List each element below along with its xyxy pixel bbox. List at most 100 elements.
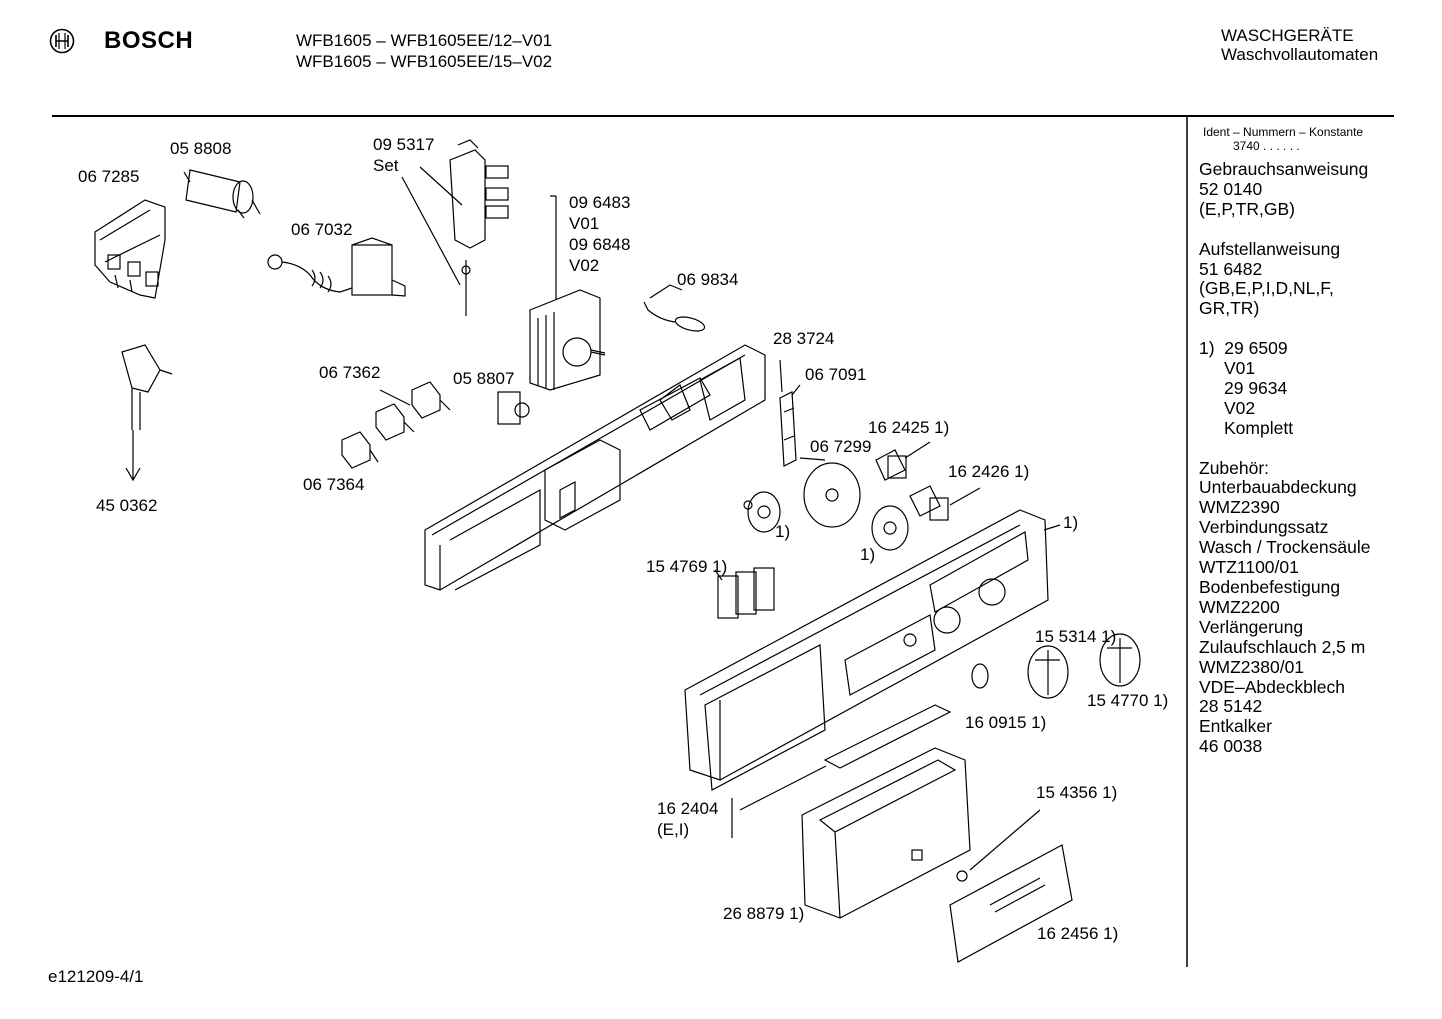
label-096848: 09 6848 <box>569 235 631 254</box>
ident-value: 3740 . . . . . . <box>1233 139 1300 153</box>
shaft-162425 <box>875 449 907 481</box>
label-067299: 06 7299 <box>810 437 872 456</box>
label-058807: 05 8807 <box>453 369 515 388</box>
accessory-line: 46 0038 <box>1199 736 1263 757</box>
manual-line: (E,P,TR,GB) <box>1199 198 1295 219</box>
capacitor-058808 <box>183 169 261 219</box>
label-160915: 16 0915 1) <box>965 713 1047 732</box>
label-067285: 06 7285 <box>78 167 140 186</box>
note-marker: 1) <box>1199 338 1215 359</box>
accessories-group: Zubehör: Unterbauabdeckung WMZ2390 Verbi… <box>1199 457 1371 758</box>
accessory-line: WMZ2390 <box>1199 497 1280 518</box>
note-first: 29 6509 <box>1224 338 1288 359</box>
label-067091: 06 7091 <box>805 365 867 384</box>
side-info: Gebrauchsanweisung 52 0140 (E,P,TR,GB) A… <box>1199 159 1371 777</box>
accessory-line: Entkalker <box>1199 716 1272 737</box>
model-line-1: WFB1605 – WFB1605EE/12–V01 <box>296 31 553 50</box>
knob-154770 <box>1099 633 1141 687</box>
knob-155314 <box>1027 645 1069 699</box>
drawing-code: e121209-4/1 <box>48 967 144 986</box>
label-v02: V02 <box>569 256 600 275</box>
note-line: V02 <box>1224 397 1256 418</box>
timer-096483 <box>529 289 606 391</box>
label-450362: 45 0362 <box>96 496 158 515</box>
thermostat-067032 <box>267 237 406 297</box>
buttons-154769 <box>717 567 775 619</box>
manual-group: Gebrauchsanweisung 52 0140 (E,P,TR,GB) <box>1199 159 1371 220</box>
label-v01: V01 <box>569 214 600 233</box>
label-095317: 09 5317 <box>373 135 435 154</box>
manual-line: Gebrauchsanweisung <box>1199 159 1369 179</box>
accessory-line: WMZ2380/01 <box>1199 656 1305 677</box>
install-group: Aufstellanweisung 51 6482 (GB,E,P,I,D,NL… <box>1199 238 1371 320</box>
accessory-line: VDE–Abdeckblech <box>1199 676 1345 697</box>
note-line: 29 9634 <box>1224 377 1288 398</box>
label-ei: (E,I) <box>657 820 690 839</box>
label-067362: 06 7362 <box>319 363 381 382</box>
knob-holder-a <box>747 491 781 533</box>
ident-block: Ident – Nummern – Konstante 3740 . . . .… <box>1203 125 1363 153</box>
accessory-line: Wasch / Trockensäule <box>1199 537 1371 558</box>
knob-holder-b <box>871 505 909 551</box>
label-067032: 06 7032 <box>291 220 353 239</box>
cover-162456 <box>949 844 1073 963</box>
accessory-line: Verlängerung <box>1199 616 1304 637</box>
label-155314: 15 5314 1) <box>1035 627 1117 646</box>
potentiometer-058807 <box>497 391 530 425</box>
label-069834: 06 9834 <box>677 270 739 289</box>
label-162425: 16 2425 1) <box>868 418 950 437</box>
switch-067362 <box>375 381 451 441</box>
label-154356: 15 4356 1) <box>1036 783 1118 802</box>
install-line: (GB,E,P,I,D,NL,F, <box>1199 278 1334 299</box>
note-line: V01 <box>1224 358 1256 379</box>
note-group: 1) 29 6509 V01 29 9634 V02 Komplett <box>1199 338 1371 439</box>
manual-line: 52 0140 <box>1199 178 1263 199</box>
accessory-line: Zulaufschlauch 2,5 m <box>1199 636 1366 657</box>
accessory-line: Bodenbefestigung <box>1199 576 1341 597</box>
model-line-2: WFB1605 – WFB1605EE/15–V02 <box>296 52 553 71</box>
strip-162404 <box>823 704 952 769</box>
label-note-b: 1) <box>860 545 876 564</box>
power-cable-450362 <box>121 344 173 482</box>
label-058808: 05 8808 <box>170 139 232 158</box>
bracket-067285 <box>94 199 166 299</box>
label-162456: 16 2456 1) <box>1037 924 1119 943</box>
accessory-line: Unterbauabdeckung <box>1199 477 1357 498</box>
bosch-logo-icon <box>49 28 75 59</box>
label-note-a: 1) <box>775 522 791 541</box>
accessory-line: Zubehör: <box>1199 457 1270 478</box>
front-panel <box>684 509 1049 791</box>
label-162426: 16 2426 1) <box>948 462 1030 481</box>
label-268879: 26 8879 1) <box>723 904 805 923</box>
label-set: Set <box>373 156 399 175</box>
ident-title: Ident – Nummern – Konstante <box>1203 125 1364 139</box>
shaft-162426 <box>909 485 949 521</box>
sensor-069834 <box>643 284 706 332</box>
brand-name: BOSCH <box>104 27 194 54</box>
label-067364: 06 7364 <box>303 475 365 494</box>
switch-095317 <box>449 139 509 316</box>
note-first-line: 1) 29 6509 <box>1199 338 1371 359</box>
clip-067091 <box>779 391 797 467</box>
label-note-c: 1) <box>1063 513 1079 532</box>
accessory-line: Verbindungssatz <box>1199 517 1329 538</box>
label-154769: 15 4769 1) <box>646 557 728 576</box>
label-154770: 15 4770 1) <box>1087 691 1169 710</box>
knob-160915 <box>971 663 989 689</box>
drawer-268879 <box>801 747 971 919</box>
accessory-line: WTZ1100/01 <box>1199 557 1299 578</box>
label-283724: 28 3724 <box>773 329 835 348</box>
category-line-2: Waschvollautomaten <box>1221 45 1379 64</box>
category-line-1: WASCHGERÄTE <box>1221 26 1354 45</box>
accessory-line: WMZ2200 <box>1199 596 1280 617</box>
install-line: Aufstellanweisung <box>1199 238 1341 259</box>
install-line: 51 6482 <box>1199 258 1263 279</box>
label-096483: 09 6483 <box>569 193 631 212</box>
label-162404: 16 2404 <box>657 799 719 818</box>
accessory-line: 28 5142 <box>1199 696 1263 717</box>
rail-283724 <box>424 344 766 591</box>
install-line: GR,TR) <box>1199 298 1260 319</box>
switch-067364 <box>341 431 379 469</box>
note-line: Komplett <box>1224 417 1294 438</box>
